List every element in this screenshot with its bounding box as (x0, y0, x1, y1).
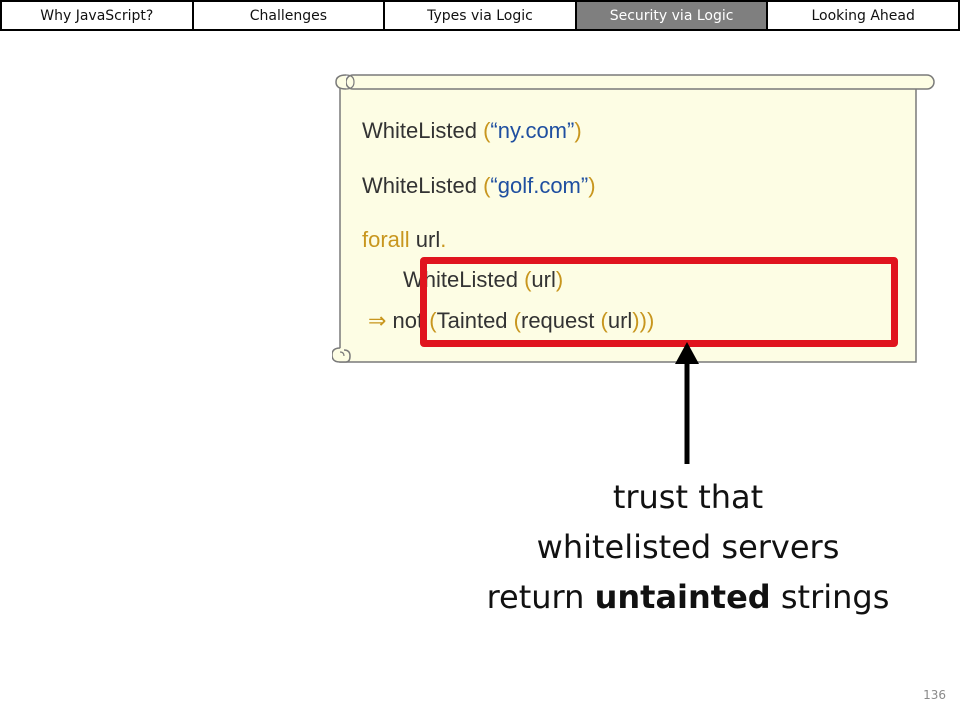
variable: url (409, 227, 441, 252)
string-literal: “golf.com” (490, 173, 589, 198)
tab-types-via-logic[interactable]: Types via Logic (385, 2, 577, 29)
caption-suffix: strings (770, 578, 890, 616)
tab-why-javascript[interactable]: Why JavaScript? (2, 2, 194, 29)
paren: ( (517, 267, 532, 292)
implies-symbol: ⇒ (368, 308, 387, 333)
paren: ) (574, 118, 582, 143)
paren: ( (594, 308, 608, 333)
dot: . (440, 227, 447, 252)
paren: ( (476, 173, 491, 198)
predicate-name: WhiteListed (362, 173, 477, 198)
tainted-predicate: Tainted (436, 308, 508, 333)
code-line-whitelisted-ny: WhiteListed (“ny.com”) (362, 118, 582, 144)
forall-keyword: forall (362, 227, 410, 252)
paren: ( (507, 308, 521, 333)
tab-security-via-logic[interactable]: Security via Logic (576, 2, 769, 29)
variable: url (531, 267, 556, 292)
highlight-box (420, 257, 898, 347)
request-function: request (521, 308, 595, 333)
code-line-forall: forall url. (362, 227, 446, 253)
code-line-implication: ⇒ not (Tainted (request (url))) (368, 308, 654, 334)
variable: url (607, 308, 633, 333)
scroll-shape (332, 74, 935, 363)
paren: ) (555, 267, 564, 292)
paren: ))) (632, 308, 655, 333)
not-keyword: not (386, 308, 424, 333)
caption-line-2: whitelisted servers (536, 528, 840, 566)
arrow-up-icon (675, 342, 699, 464)
predicate-name: WhiteListed (362, 118, 477, 143)
section-nav: Why JavaScript? Challenges Types via Log… (0, 0, 960, 31)
tab-challenges[interactable]: Challenges (194, 2, 386, 29)
paren: ( (423, 308, 437, 333)
caption-line-1: trust that (612, 478, 764, 516)
page-number: 136 (923, 688, 946, 702)
policy-scroll (332, 72, 936, 368)
string-literal: “ny.com” (490, 118, 575, 143)
paren: ) (588, 173, 596, 198)
paren: ( (476, 118, 491, 143)
code-line-whitelisted-golf: WhiteListed (“golf.com”) (362, 173, 596, 199)
caption-emphasis: untainted (594, 578, 771, 616)
tab-looking-ahead[interactable]: Looking Ahead (811, 7, 915, 24)
caption-prefix: return (486, 578, 595, 616)
caption-line-3: return untainted strings (440, 572, 936, 622)
caption: trust that whitelisted servers return un… (440, 472, 936, 622)
